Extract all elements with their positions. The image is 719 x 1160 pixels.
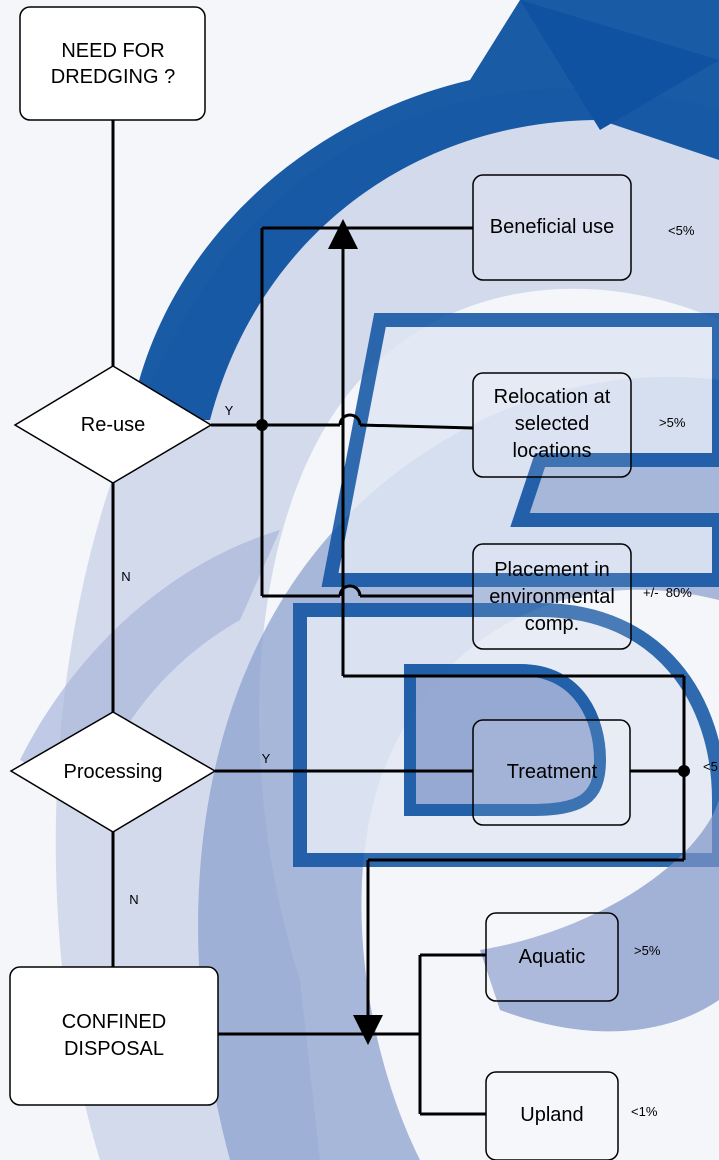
reuse-yes-label: Y <box>225 403 234 418</box>
need-line-2: DREDGING ? <box>51 66 175 88</box>
confined-disposal-box: CONFINED DISPOSAL <box>9 966 219 1106</box>
treatment-box: Treatment <box>472 719 631 826</box>
beneficial-label: Beneficial use <box>490 216 615 238</box>
confined-line-2: DISPOSAL <box>64 1038 164 1060</box>
aquatic-box: Aquatic <box>485 912 619 1002</box>
need-line-1: NEED FOR <box>61 40 164 62</box>
reuse-no-label: N <box>121 569 130 584</box>
junction-dot-treatment <box>678 765 690 777</box>
placement-line-3: comp. <box>525 613 579 635</box>
reuse-label: Re-use <box>81 414 145 436</box>
processing-label: Processing <box>64 761 163 783</box>
relocation-line-1: Relocation at <box>494 386 611 408</box>
processing-no-label: N <box>129 892 138 907</box>
processing-yes-label: Y <box>262 751 271 766</box>
placement-box: Placement in environmental comp. <box>472 543 632 650</box>
relocation-line-3: locations <box>513 440 592 462</box>
placement-line-2: environmental <box>489 586 615 608</box>
aquatic-percent: >5% <box>634 943 661 958</box>
background-logo <box>20 0 719 1160</box>
placement-percent: +/- 80% <box>643 585 692 600</box>
treatment-percent: <5 <box>703 759 718 774</box>
connectors <box>111 120 686 1116</box>
treatment-label: Treatment <box>507 761 598 783</box>
aquatic-label: Aquatic <box>519 946 586 968</box>
upland-label: Upland <box>520 1104 583 1126</box>
relocation-percent: >5% <box>659 415 686 430</box>
junction-dot-reuse <box>256 419 268 431</box>
placement-line-1: Placement in <box>494 559 610 581</box>
beneficial-percent: <5% <box>668 223 695 238</box>
relocation-line-2: selected <box>515 413 590 435</box>
confined-line-1: CONFINED <box>62 1011 166 1033</box>
beneficial-use-box: Beneficial use <box>472 174 632 281</box>
processing-decision: Processing <box>9 711 217 833</box>
relocation-box: Relocation at selected locations <box>472 372 632 478</box>
need-for-dredging-box: NEED FOR DREDGING ? <box>19 6 206 121</box>
reuse-decision: Re-use <box>13 365 213 484</box>
upland-percent: <1% <box>631 1104 658 1119</box>
upland-box: Upland <box>485 1071 619 1160</box>
